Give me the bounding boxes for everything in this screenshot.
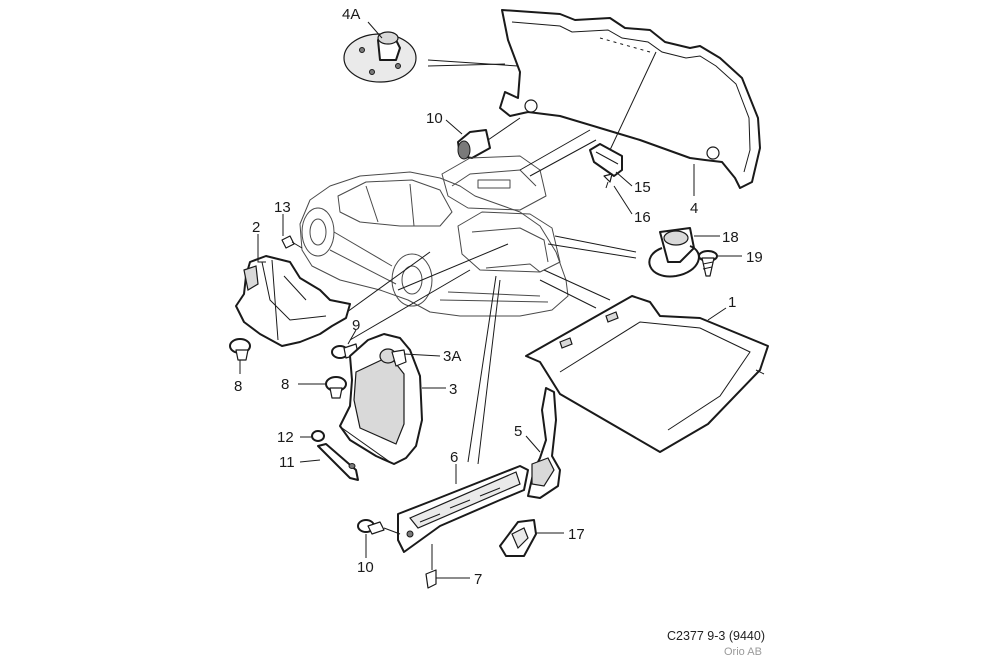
callout-12: 12 (277, 429, 294, 446)
part-17-bracket (499, 519, 537, 557)
part-10-clip-bottom (357, 519, 401, 535)
part-15-pull-handle (589, 51, 657, 177)
part-10-clip-top (457, 117, 521, 160)
callout-8-left: 8 (234, 378, 242, 395)
callout-1: 1 (728, 294, 736, 311)
diagram-source-credit: Orio AB (724, 646, 762, 658)
part-8-clip-right (325, 376, 347, 399)
part-19-screw (698, 250, 718, 277)
part-12-nut (311, 430, 325, 442)
callout-9: 9 (352, 317, 360, 334)
callout-17: 17 (568, 526, 585, 543)
part-6-sill-scuff-plate (397, 465, 529, 553)
callout-16: 16 (634, 209, 651, 226)
part-18-lashing-eye (648, 227, 700, 278)
callout-7: 7 (474, 571, 482, 588)
callout-4: 4 (690, 200, 698, 217)
callout-3: 3 (449, 381, 457, 398)
callout-5: 5 (514, 423, 522, 440)
part-1-cargo-floor-mat (525, 295, 769, 453)
callout-3a: 3A (443, 348, 461, 365)
callout-19: 19 (746, 249, 763, 266)
leader-lines (335, 129, 637, 465)
callout-11: 11 (279, 454, 295, 471)
callout-13: 13 (274, 199, 291, 216)
part-13-screw (281, 235, 303, 249)
part-16-screw (603, 173, 613, 189)
part-4-tailgate-trim-panel (499, 9, 761, 189)
part-11-strap (317, 443, 359, 481)
callout-18: 18 (722, 229, 739, 246)
callout-10-top: 10 (426, 110, 443, 127)
part-4a-clip-with-base (343, 31, 519, 83)
part-3a-holder (379, 348, 407, 367)
callout-8-right: 8 (281, 376, 289, 393)
callout-labels: 4A 10 13 2 9 3A 8 3 8 12 11 6 10 7 5 17 … (234, 6, 763, 588)
callout-10-bottom: 10 (357, 559, 374, 576)
part-3-quarter-trim-panel (339, 333, 423, 465)
part-8-clip-left (229, 338, 251, 361)
callout-15: 15 (634, 179, 651, 196)
part-2-side-trim-panel (235, 255, 351, 347)
callout-6: 6 (450, 449, 458, 466)
part-5-side-trim-strip (527, 387, 561, 499)
callout-4a: 4A (342, 6, 360, 23)
callout-leaders (239, 21, 742, 579)
vehicle-outline (299, 155, 569, 317)
callout-2: 2 (252, 219, 260, 236)
diagram-reference-code: C2377 9-3 (9440) (667, 629, 765, 643)
part-7-clip (425, 544, 437, 589)
